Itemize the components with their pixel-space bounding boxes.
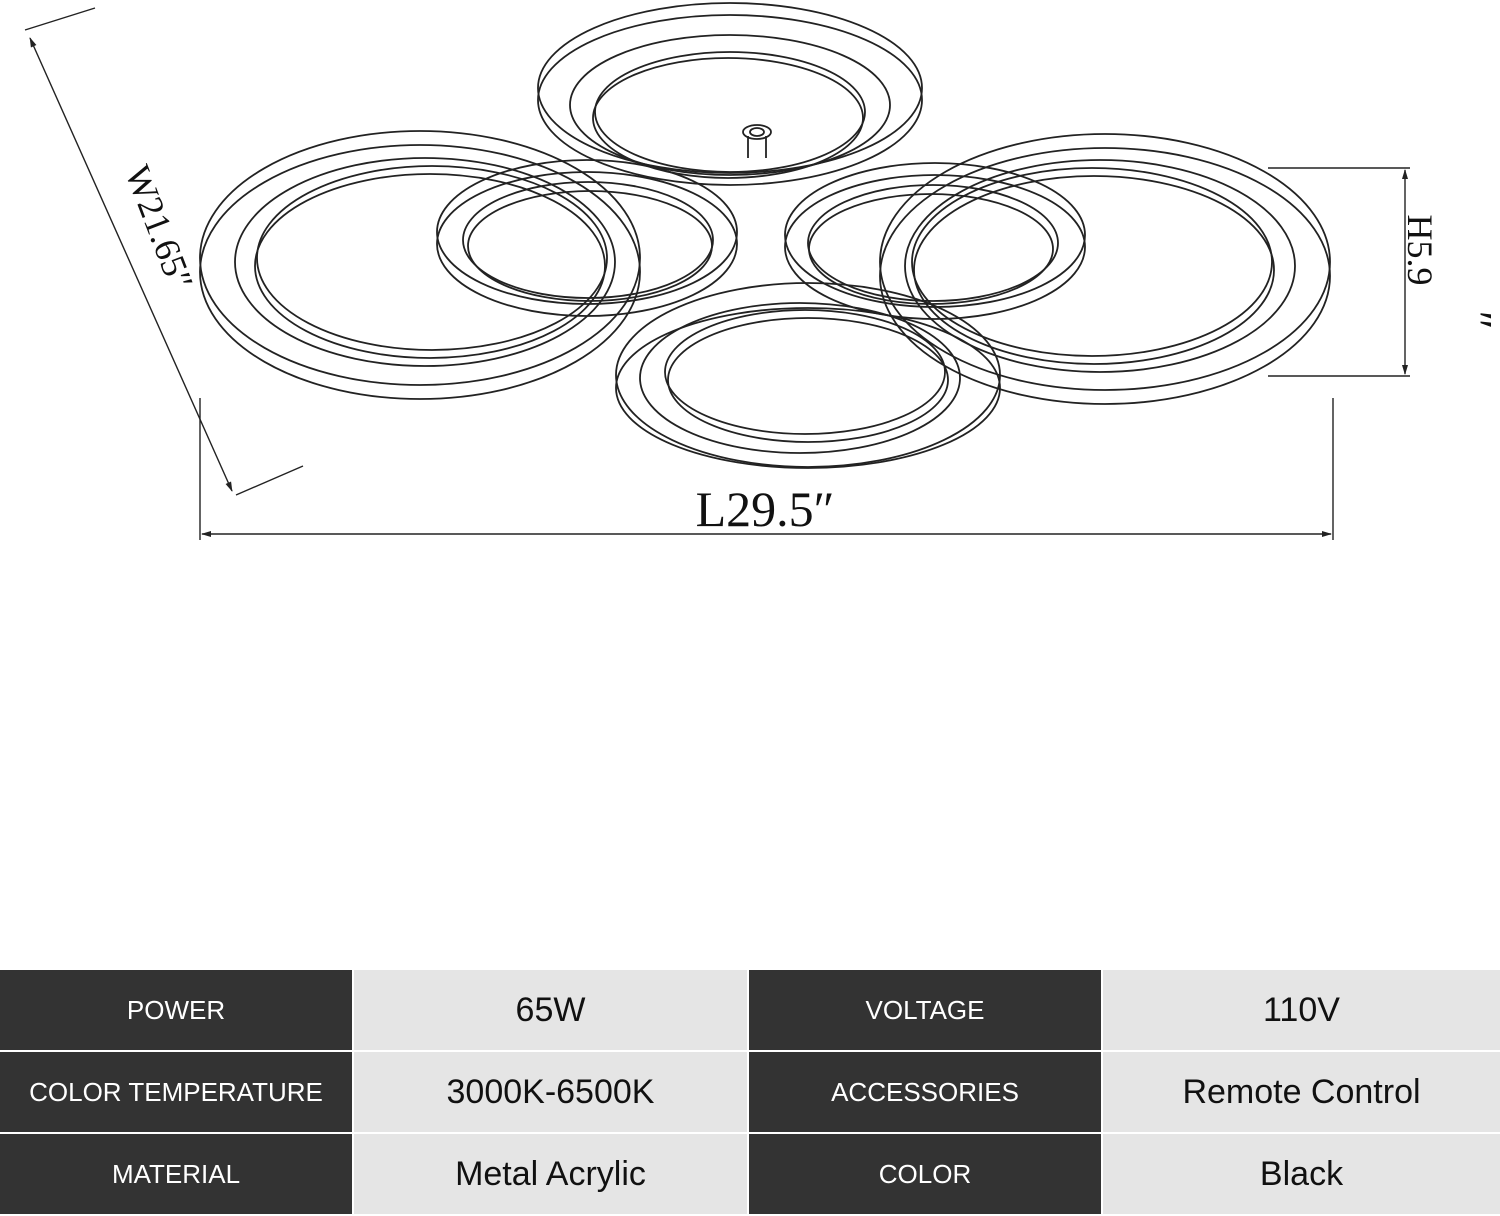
spec-value-accessories: Remote Control <box>1103 1052 1500 1134</box>
lamp-dimension-diagram: W21.65″ L29.5″ H5.9 ″ <box>24 2 1500 540</box>
spec-label-material: MATERIAL <box>0 1134 354 1214</box>
top-ring <box>537 2 923 186</box>
spec-label-power: POWER <box>0 970 354 1052</box>
table-row: POWER 65W VOLTAGE 110V <box>0 970 1500 1052</box>
left-small-ring <box>436 159 738 317</box>
height-unit-label: ″ <box>1452 311 1500 329</box>
height-label: H5.9 <box>1400 215 1440 286</box>
table-row: COLOR TEMPERATURE 3000K-6500K ACCESSORIE… <box>0 1052 1500 1134</box>
width-extension-bottom <box>235 465 304 496</box>
width-label: W21.65″ <box>117 160 201 296</box>
spec-value-power: 65W <box>354 970 749 1052</box>
spec-label-color-temperature: COLOR TEMPERATURE <box>0 1052 354 1134</box>
spec-label-accessories: ACCESSORIES <box>749 1052 1103 1134</box>
spec-value-color-temperature: 3000K-6500K <box>354 1052 749 1134</box>
width-extension-top <box>24 7 96 31</box>
spec-label-color: COLOR <box>749 1134 1103 1214</box>
center-stem <box>742 124 772 158</box>
right-large-ring <box>879 133 1331 405</box>
spec-label-voltage: VOLTAGE <box>749 970 1103 1052</box>
right-small-ring <box>784 162 1086 320</box>
width-dimension-line <box>29 37 233 492</box>
spec-value-material: Metal Acrylic <box>354 1134 749 1214</box>
length-label: L29.5″ <box>696 481 835 537</box>
spec-value-voltage: 110V <box>1103 970 1500 1052</box>
specifications-table: POWER 65W VOLTAGE 110V COLOR TEMPERATURE… <box>0 970 1500 1214</box>
bottom-ring <box>615 282 1001 469</box>
table-row: MATERIAL Metal Acrylic COLOR Black <box>0 1134 1500 1214</box>
left-large-ring <box>199 130 641 400</box>
spec-value-color: Black <box>1103 1134 1500 1214</box>
